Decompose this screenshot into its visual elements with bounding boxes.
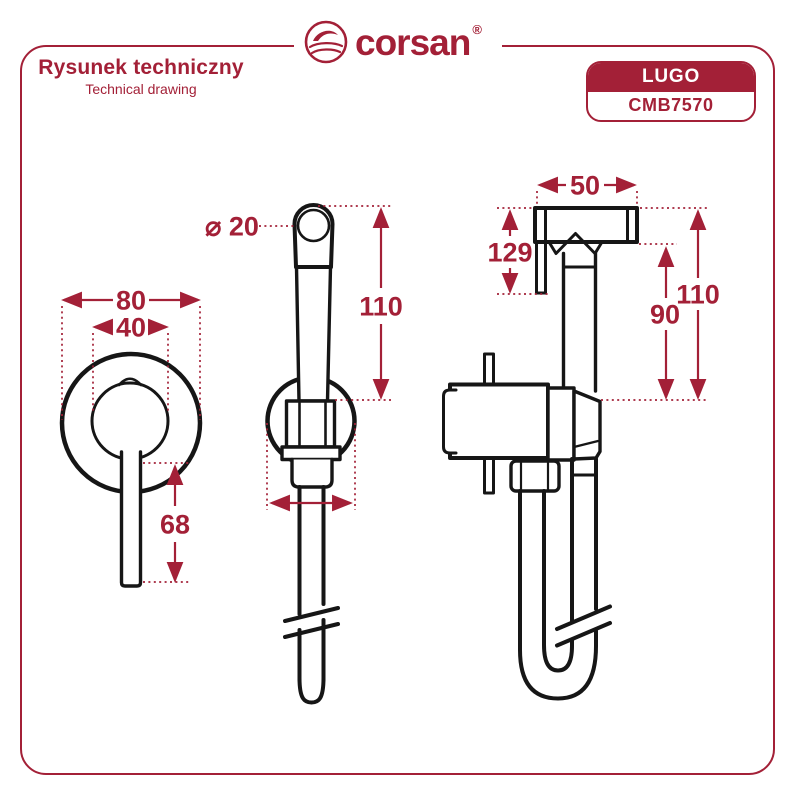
hose-break-mark — [283, 606, 340, 623]
valve-right-block — [546, 386, 576, 462]
title-block: Rysunek techniczny Technical drawing — [36, 56, 246, 97]
hose-loop-side — [518, 457, 612, 701]
brand-logo: corsan ® — [303, 16, 482, 68]
dimension-label-68: 68 — [160, 510, 190, 540]
sheet-title: Rysunek techniczny — [38, 56, 244, 79]
head-side-bar — [533, 206, 639, 244]
dimension-label-40: 40 — [116, 313, 146, 343]
sheet-subtitle: Technical drawing — [85, 81, 197, 97]
mixer-handle-lever — [119, 450, 143, 588]
body-tube-side — [561, 251, 598, 393]
dimension-holder-width — [266, 423, 356, 512]
dimension-label-90: 90 — [650, 300, 680, 330]
dimension-label-diameter-20: ⌀ 20 — [205, 212, 259, 242]
dimension-head-diameter: ⌀ 20 — [205, 212, 294, 242]
hose-break-mark — [283, 622, 340, 639]
mixer-knob-pin — [117, 377, 143, 387]
bracket-cone — [547, 232, 604, 255]
dimension-outer-diameter: 80 — [61, 286, 201, 420]
registered-trademark-symbol: ® — [472, 22, 482, 37]
dimension-head-width: 50 — [536, 171, 638, 206]
dimension-total-height: 110 — [601, 207, 720, 401]
valve-outlet — [572, 389, 602, 461]
side-view-drawing — [442, 206, 639, 701]
valve-left-cap — [442, 388, 458, 455]
hex-nut — [509, 459, 561, 493]
hose-middle — [283, 485, 340, 705]
dimension-body-height: 90 — [639, 243, 680, 400]
hose-end-cap — [297, 676, 326, 705]
wave-logo-icon — [304, 20, 348, 64]
holder-clamp — [280, 399, 342, 489]
product-model-code: CMB7570 — [628, 95, 714, 115]
valve-outlet-seam — [572, 439, 600, 449]
spray-face — [296, 208, 331, 243]
dimension-label-110-middle: 110 — [359, 292, 403, 322]
dimension-holder-length: 129 — [487, 207, 549, 295]
product-badge: LUGO CMB7570 — [586, 61, 756, 122]
clamp-cone — [284, 399, 337, 449]
clamp-band — [280, 445, 342, 462]
brand-name: corsan — [355, 21, 471, 63]
handshower-body — [294, 265, 333, 403]
wall-hook — [535, 240, 547, 295]
hose-break-mark — [555, 621, 612, 648]
valve-body-side — [448, 382, 550, 460]
dimension-label-50: 50 — [570, 171, 600, 201]
hose-connector — [290, 457, 334, 489]
dimension-annotations: 80 40 68 ⌀ 20 — [61, 171, 720, 583]
front-view-drawing — [59, 351, 203, 588]
dimension-label-110-right: 110 — [676, 280, 720, 310]
dimension-label-129: 129 — [487, 238, 532, 268]
dimension-label-80: 80 — [116, 286, 146, 316]
mixer-knob — [90, 381, 170, 461]
dimension-head-length: 110 — [318, 205, 403, 401]
dimension-handle-length: 68 — [143, 462, 191, 583]
handshower-view-drawing — [265, 203, 357, 705]
dimension-inner-diameter: 40 — [92, 313, 169, 413]
handshower-head — [292, 203, 335, 269]
hose-break-mark — [555, 604, 612, 631]
product-series-label: LUGO — [588, 63, 754, 92]
